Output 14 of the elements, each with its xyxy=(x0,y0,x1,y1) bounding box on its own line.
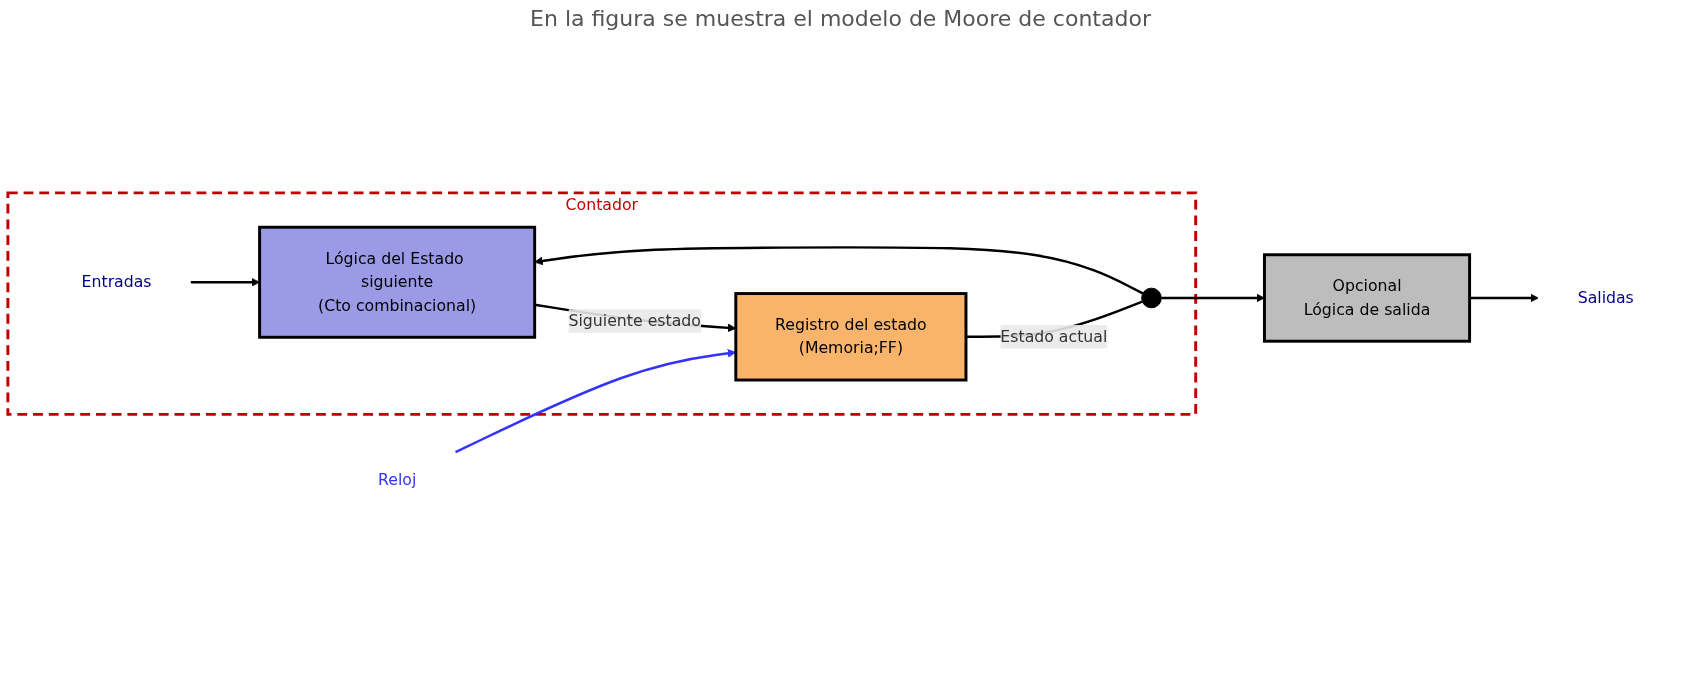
node-box: Registro del estado (Memoria;FF) xyxy=(734,291,968,382)
node-text: Salidas xyxy=(1577,287,1634,307)
edge-label: Estado actual xyxy=(1000,326,1108,346)
arrow xyxy=(1469,293,1539,303)
note-text: En la figura se muestra el modelo de Moore de contador xyxy=(529,6,1152,31)
node-box: Opcional Lógica de salida xyxy=(1263,253,1472,343)
arrow xyxy=(1161,293,1265,303)
node-circle xyxy=(1141,287,1162,309)
node-box: Lógica del Estado siguiente (Cto combinacional) xyxy=(258,225,537,339)
arrow xyxy=(190,277,260,287)
arrow xyxy=(534,245,1144,295)
edge-label: Siguiente estado xyxy=(568,310,701,330)
node-text: Reloj xyxy=(378,470,417,489)
node-text: Entradas xyxy=(81,272,152,291)
